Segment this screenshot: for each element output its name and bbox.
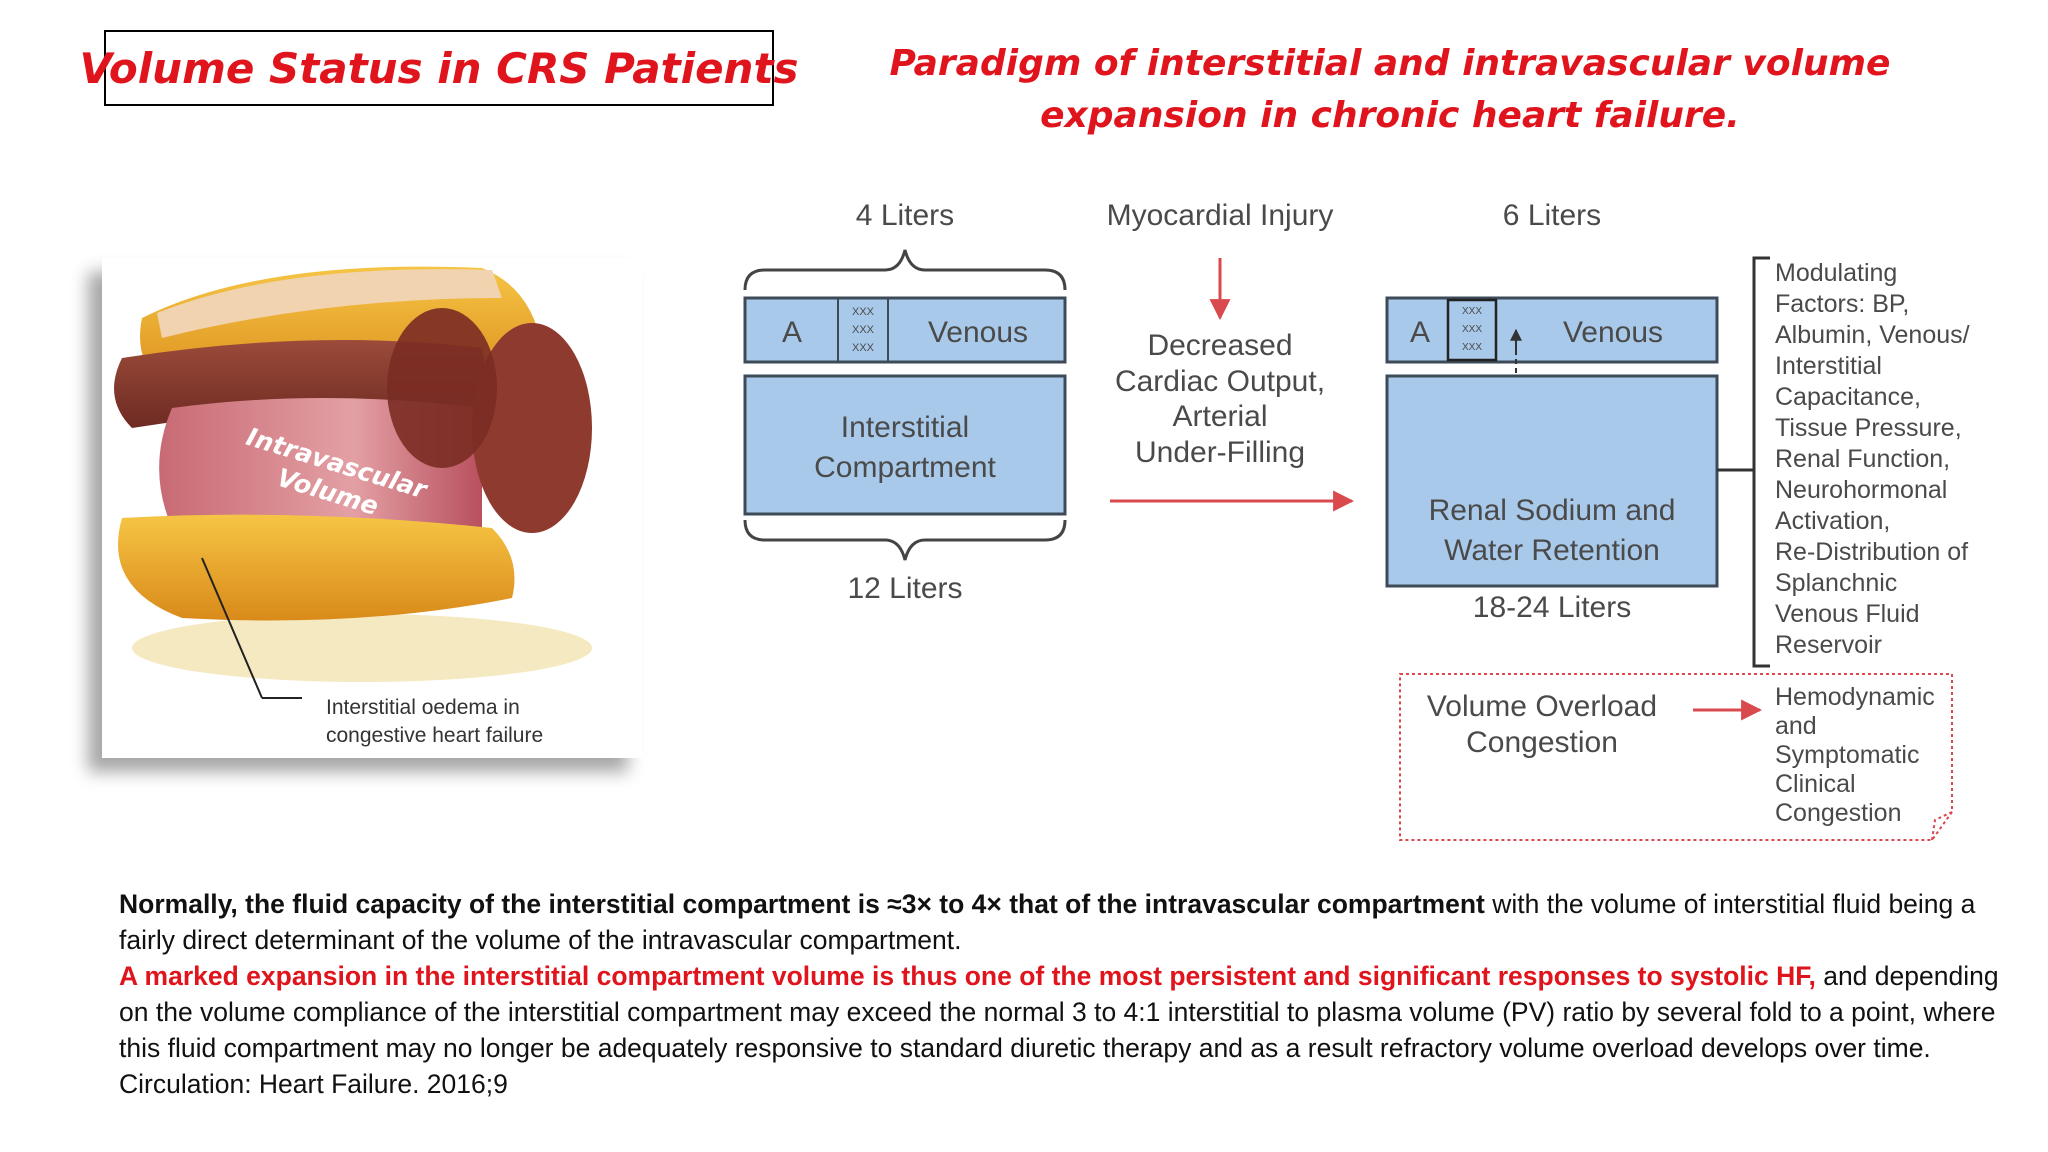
overload-dotted-box [1399,673,1953,841]
modulating-factor-line: Venous Fluid [1775,600,1920,628]
left-cell-text-3: XXX [852,342,875,354]
outcome-list: Hemodynamic and Symptomatic Clinical Con… [1775,683,1935,827]
caption-line-2: congestive heart failure [326,724,544,747]
left-top-brace [743,249,1067,291]
left-bottom-brace [743,519,1067,561]
mechanism-line-4: Under-Filling [1135,436,1305,469]
left-interstitial-volume: 12 Liters [847,572,962,605]
outcome-line: Clinical [1775,770,1856,798]
right-interstitial-box [1385,374,1719,588]
vessel-cross-section [472,323,592,533]
modulating-factor-line: Reservoir [1775,631,1882,659]
body-p1-rest: with the volume of interstitial fluid be… [119,889,1976,955]
modulating-factor-line: Capacitance, [1775,383,1921,411]
modulating-factor-line: Renal Function, [1775,445,1950,473]
right-intravascular-volume: 6 Liters [1503,199,1601,232]
modulating-factor-line: Splanchnic [1775,569,1897,597]
right-cell-text-2: XXX [1462,324,1482,335]
caption-leader-line [201,557,263,699]
modulating-factor-line: Interstitial [1775,352,1882,380]
left-arterial-label: A [782,316,802,349]
outcome-line: Symptomatic [1775,741,1919,769]
left-interstitial-line-1: Interstitial [841,411,969,444]
vessel-cross-section-outer [387,308,497,468]
modulating-factor-line: Activation, [1775,507,1890,535]
right-venous-label: Venous [1563,316,1663,349]
left-interstitial-box [743,374,1067,516]
right-cell-text-3: XXX [1462,342,1482,353]
modulating-factor-line: Neurohormonal [1775,476,1947,504]
overload-box-fold [1931,811,1953,841]
left-interstitial-line-2: Compartment [814,451,996,484]
overload-line-2: Congestion [1466,726,1618,759]
body-p1-bold: Normally, the fluid capacity of the inte… [119,889,1485,919]
top-skin-layer [157,269,502,338]
vessel-drawing [114,266,592,699]
oedema-fluid [132,614,592,682]
mechanism-line-2: Cardiac Output, [1115,365,1325,398]
slide-title: Volume Status in CRS Patients [79,43,799,93]
subtitle-line-2: expansion in chronic heart failure. [1040,95,1740,136]
modulating-factors-list: Modulating Factors: BP, Albumin, Venous/… [1775,259,1970,659]
outcome-line: Hemodynamic [1775,683,1935,711]
outcome-line: and [1775,712,1817,740]
volume-paradigm-diagram: 4 Liters A XXX XXX XXX Venous Interstiti… [743,199,1970,841]
left-intravascular-box [743,296,1067,364]
left-intravascular-volume: 4 Liters [856,199,954,232]
right-intravascular-box [1385,296,1719,364]
modulating-factor-line: Albumin, Venous/ [1775,321,1970,349]
caption-line-1: Interstitial oedema in [326,696,520,719]
left-cell-text-1: XXX [852,306,875,318]
right-cell-box [1446,298,1498,362]
body-p2-rest: and depending on the volume compliance o… [119,961,1999,1099]
mechanism-line-3: Arterial [1172,400,1267,433]
oedema-caption: Interstitial oedema in congestive heart … [326,694,543,750]
tissue-illustration: Intravascular Volume Interstitial oedema… [62,258,642,778]
subtitle-line-1: Paradigm of interstitial and intravascul… [889,43,1891,84]
retention-line-2: Water Retention [1444,534,1660,567]
body-p2-red: A marked expansion in the interstitial c… [119,961,1816,991]
title-box: Volume Status in CRS Patients [79,30,799,106]
mechanism-line-1: Decreased [1147,329,1292,362]
modulating-factor-line: Modulating [1775,259,1897,287]
left-venous-label: Venous [928,316,1028,349]
overload-line-1: Volume Overload [1427,690,1657,723]
modulating-factor-line: Re-Distribution of [1775,538,1968,566]
modulating-factor-line: Tissue Pressure, [1775,414,1962,442]
right-arterial-label: A [1410,316,1430,349]
right-cell-text-1: XXX [1462,306,1482,317]
slide-subtitle: Paradigm of interstitial and intravascul… [850,38,1930,142]
retention-line-1: Renal Sodium and [1429,494,1676,527]
right-interstitial-volume: 18-24 Liters [1473,591,1631,624]
body-paragraph: Normally, the fluid capacity of the inte… [119,886,1999,1102]
trigger-label: Myocardial Injury [1107,199,1334,232]
modulating-factor-line: Factors: BP, [1775,290,1909,318]
left-cell-text-2: XXX [852,324,875,336]
modulating-bracket [1752,256,1770,668]
bottom-fat-layer [118,514,515,621]
outcome-line: Congestion [1775,799,1901,827]
